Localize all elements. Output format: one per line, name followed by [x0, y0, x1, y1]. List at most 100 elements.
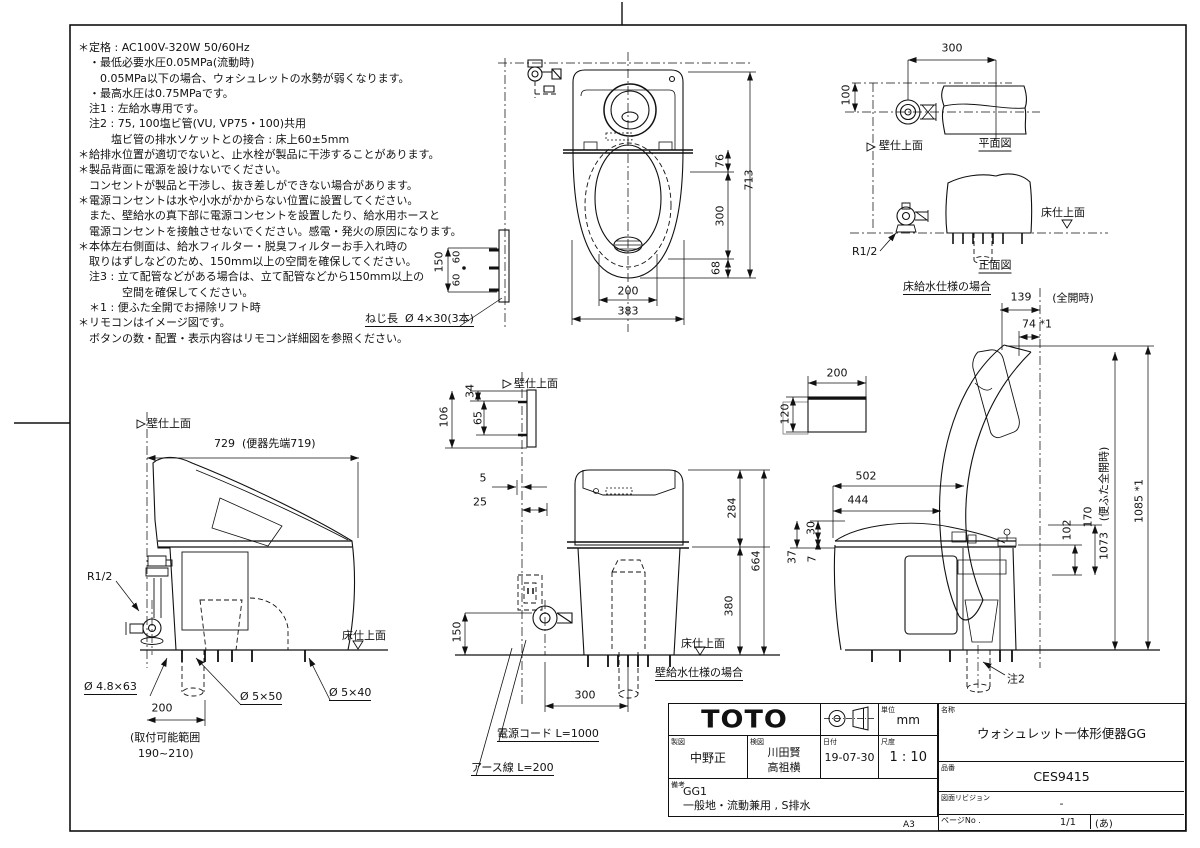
screw-dia-540: Ø 5×40	[329, 686, 372, 701]
checker-name-1: 川田賢	[767, 746, 801, 759]
part-number-cell: 品番 CES9415	[939, 762, 1184, 792]
remarks-line-2: 一般地・流動兼用 , S排水	[683, 799, 811, 812]
mount-range-label-1: (取付可能範囲	[130, 731, 201, 744]
note-line: 注1 : 左給水専用です。	[78, 102, 205, 116]
note-line: ＊電源コンセントは水や小水がかからない位置に設置してください。	[78, 193, 419, 207]
note-line: コンセントが製品と干渉し、抜き差しができない場合があります。	[78, 178, 418, 192]
part-number: CES9415	[1033, 769, 1090, 784]
dim-68: 68	[709, 261, 723, 275]
dim-502: 502	[855, 469, 877, 483]
note-line: ＊本体左右側面は、給水フィルター・脱臭フィルターお手入れ時の	[78, 239, 408, 253]
dim-139: 139	[1010, 290, 1032, 304]
wall-finish-label-left: 壁仕上面	[147, 417, 191, 430]
supply-thread-label-left: R1/2	[87, 570, 113, 583]
product-name: ウォシュレット一体形便器GG	[976, 726, 1147, 741]
revision-value: -	[1059, 796, 1064, 810]
name-cell: 名称 ウォシュレット一体形便器GG	[939, 704, 1184, 762]
dim-30: 30	[804, 521, 818, 535]
spec-notes: ＊定格 : AC100V-320W 50/60Hz ・最低必要水圧0.05MPa…	[78, 40, 462, 346]
page-cell: ページNo . 1/1	[939, 815, 1091, 829]
note-line: 注3 : 立て配管などがある場合は、立て配管などから150mm以上の	[78, 270, 425, 284]
sheet-size-label: A3	[903, 820, 915, 830]
revision-field-label: 図面リビジョン	[941, 794, 990, 802]
wall-finish-label-fs: 壁仕上面	[879, 139, 923, 152]
note-line: ＊定格 : AC100V-320W 50/60Hz	[78, 41, 250, 54]
note-line: ＊リモコンはイメージ図です。	[78, 316, 231, 330]
dim-120-remote: 120	[778, 403, 792, 425]
page-field-label: ページNo .	[941, 816, 981, 825]
projection-symbol-cell	[821, 704, 879, 736]
note-line: 塩ビ管の排水ソケットとの接合 : 床上60±5mm	[78, 132, 350, 146]
note-line: 0.05MPa以下の場合、ウォシュレットの水勢が弱くなります。	[78, 71, 410, 85]
wall-finish-label-front: 壁仕上面	[514, 377, 558, 390]
screw-dia-4863: Ø 4.8×63	[84, 680, 137, 695]
dim-1085: 1085 *1	[1132, 479, 1146, 523]
dim-713: 713	[742, 169, 756, 191]
revision-cell: 図面リビジョン -	[939, 792, 1184, 815]
note-line: ＊製品背面に電源を設けないでください。	[78, 163, 287, 177]
dim-729: 729 (便器先端719)	[214, 437, 316, 450]
dim-74: 74 *1	[1022, 317, 1052, 331]
screw-dia-550: Ø 5×50	[240, 690, 283, 705]
checker-cell: 検図 川田賢 高祖横	[748, 736, 821, 779]
title-block-right: 名称 ウォシュレット一体形便器GG 品番 CES9415 図面リビジョン - ペ…	[938, 703, 1186, 831]
remarks-field-label: 備考	[671, 781, 685, 789]
scale-field-label: 尺度	[881, 738, 895, 746]
note-line: 取りはずしなどのため、150mm以上の空間を確保してください。	[78, 255, 417, 269]
scale-value: 1 : 10	[889, 749, 927, 765]
dim-170: 170	[1081, 506, 1095, 528]
dim-150-bracket: 150	[432, 251, 446, 273]
logo-cell: TOTO	[669, 704, 821, 736]
dim-106: 106	[437, 406, 451, 428]
note-line: また、壁給水の真下部に電源コンセントを設置したり、給水用ホースと	[78, 209, 441, 223]
note-line: 空間を確保してください。	[78, 285, 254, 299]
dim-300-plan: 300	[713, 205, 727, 227]
page-value: 1/1	[1059, 816, 1076, 828]
lid-full-open-note: (便ふた全開時)	[1097, 446, 1111, 522]
drafter-cell: 製図 中野正	[669, 736, 748, 779]
dim-60-b: 60	[451, 273, 463, 287]
mount-range-label-2: 190~210)	[138, 747, 194, 760]
dim-1073: 1073	[1097, 532, 1111, 560]
note-line: 注2 : 75, 100塩ビ管(VU, VP75・100)共用	[78, 117, 306, 131]
dim-65: 65	[471, 411, 485, 425]
dim-100-fs: 100	[839, 84, 853, 106]
remarks-cell: 備考 GG1 一般地・流動兼用 , S排水	[669, 779, 938, 815]
dim-200-plan: 200	[617, 284, 639, 298]
dim-200-remote: 200	[826, 366, 848, 380]
dim-383: 383	[617, 304, 639, 318]
page-suffix: (あ)	[1095, 818, 1113, 830]
scale-cell: 尺度 1 : 10	[879, 736, 938, 779]
page-suffix-cell: (あ)	[1091, 815, 1184, 830]
full-open-note: (全開時)	[1052, 291, 1094, 305]
dim-300-front: 300	[574, 688, 596, 702]
checker-name-2: 高祖横	[767, 761, 801, 774]
earth-wire-label: アース線 L=200	[471, 761, 554, 776]
part-field-label: 品番	[941, 764, 955, 772]
wall-supply-case-label: 壁給水仕様の場合	[655, 666, 743, 681]
dim-200-left: 200	[151, 701, 173, 715]
dim-34: 34	[463, 384, 477, 398]
drafter-name: 中野正	[689, 750, 726, 765]
dim-300-fs: 300	[941, 41, 963, 55]
remarks-line-1: GG1	[683, 785, 708, 798]
power-cord-label: 電源コード L=1000	[497, 727, 599, 742]
date-cell: 日付 19-07-30	[821, 736, 879, 779]
dim-5: 5	[479, 471, 487, 485]
dim-76: 76	[713, 154, 727, 168]
note-2-ref: 注2	[1007, 672, 1025, 686]
date-field-label: 日付	[823, 738, 837, 746]
floor-finish-label-left: 床仕上面	[342, 629, 386, 642]
third-angle-projection-icon	[824, 706, 874, 731]
unit-cell: 単位 mm	[879, 704, 938, 736]
floor-finish-label-fs: 床仕上面	[1041, 206, 1085, 219]
date-value: 19-07-30	[824, 750, 875, 764]
note-line: 電源コンセントを接触させないでください。感電・発火の原因になります。	[78, 224, 462, 238]
title-block-left: TOTO 単位 mm 製図 中野正 検図 川田賢 高祖横	[668, 703, 938, 817]
note-line: ・最高水圧は0.75MPaです。	[78, 86, 234, 100]
dim-150-front: 150	[450, 621, 464, 643]
toto-logo: TOTO	[701, 705, 788, 734]
unit-field-label: 単位	[881, 706, 895, 714]
